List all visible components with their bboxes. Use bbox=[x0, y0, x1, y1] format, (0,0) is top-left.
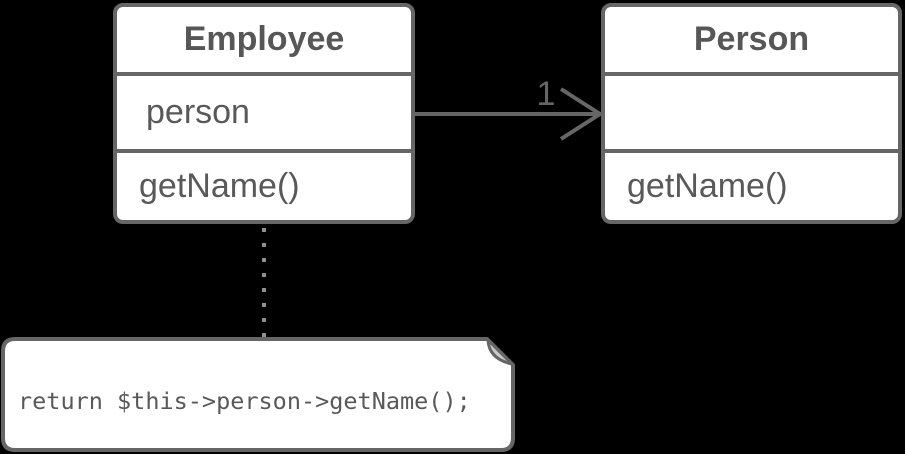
method-getname-person: getName() bbox=[627, 167, 788, 205]
class-title-person: Person bbox=[693, 20, 810, 58]
class-attributes-employee: person bbox=[117, 72, 411, 149]
class-box-person: Person getName() bbox=[601, 3, 902, 224]
method-getname-employee: getName() bbox=[139, 167, 300, 205]
open-arrowhead-icon bbox=[559, 87, 604, 141]
attribute-person: person bbox=[146, 93, 250, 131]
class-attributes-person-empty bbox=[605, 72, 898, 149]
class-box-employee: Employee person getName() bbox=[113, 3, 415, 224]
multiplicity-label: 1 bbox=[536, 75, 556, 113]
note-code-text: return $this->person->getName(); bbox=[18, 387, 471, 415]
class-methods-employee: getName() bbox=[117, 149, 411, 220]
class-methods-person: getName() bbox=[605, 149, 898, 220]
class-title-employee: Employee bbox=[183, 20, 345, 58]
